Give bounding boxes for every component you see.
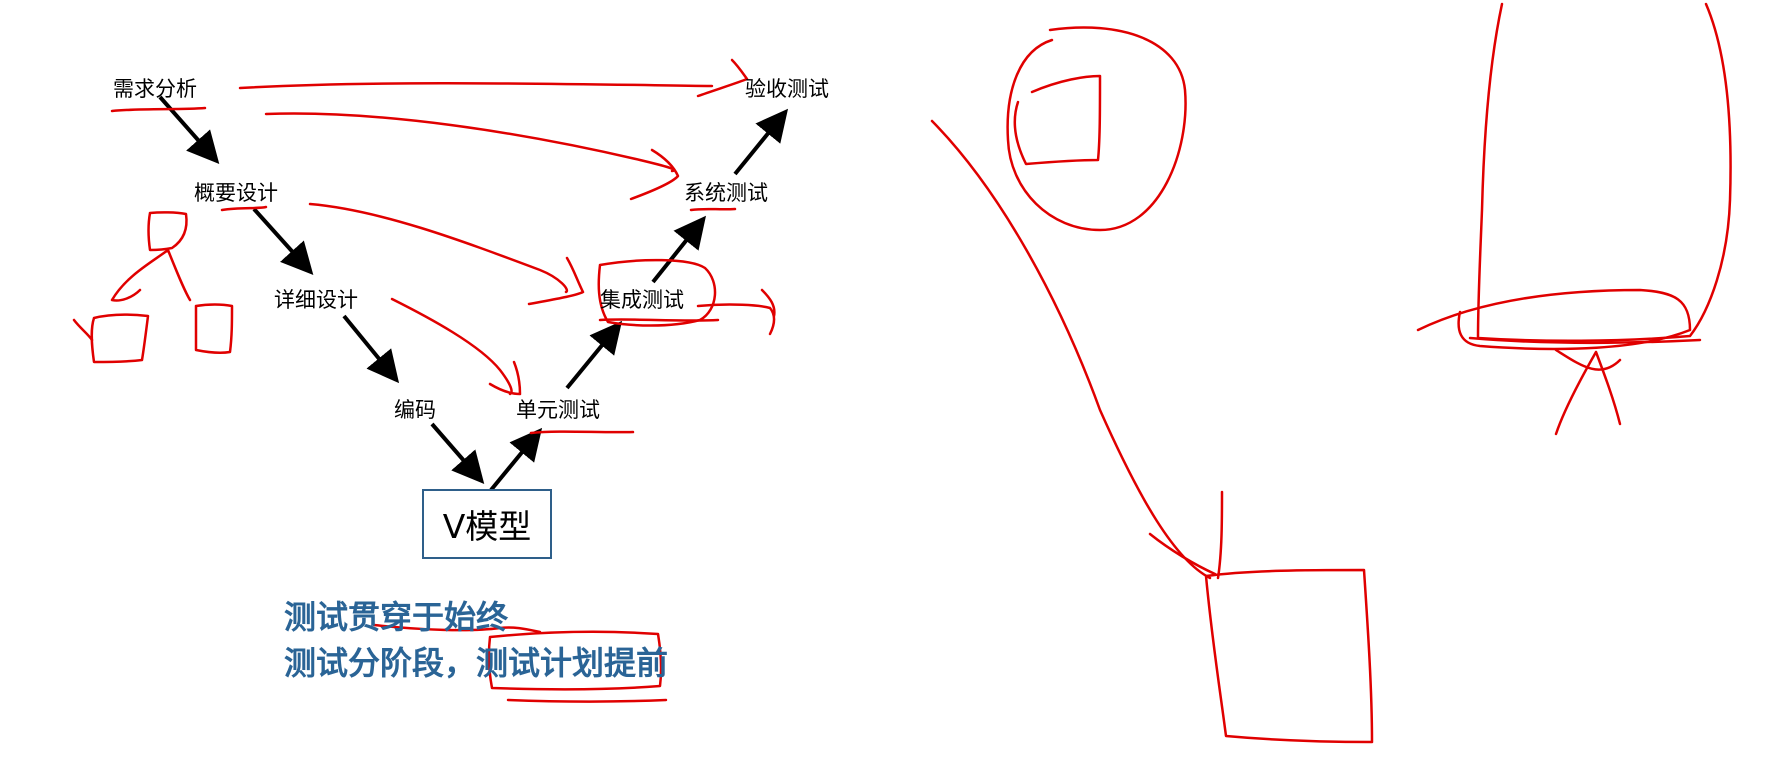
- doodle-box-left: [90, 313, 150, 364]
- curve-req-to-acceptance-head: [696, 58, 749, 98]
- curve-req-to-acceptance: [238, 81, 714, 90]
- arrow-hld-to-dd: [252, 207, 314, 275]
- underline-hld: [220, 205, 268, 212]
- note-line-1: 测试贯穿于始终: [284, 598, 509, 636]
- stage-coding: 编码: [394, 398, 436, 422]
- curve-hld-to-system: [264, 112, 676, 173]
- stage-integration-testing: 集成测试: [600, 288, 684, 312]
- curve-dd-to-integration: [308, 202, 569, 294]
- curve-dd-to-integration-head: [527, 256, 585, 306]
- arrow-integration-to-system: [651, 215, 706, 284]
- arrow-bottom-to-unit: [489, 427, 543, 492]
- note-line-2: 测试分阶段，测试计划提前: [284, 644, 669, 682]
- big-diagonal: [930, 119, 1212, 580]
- underline-unit: [529, 430, 635, 435]
- doodle-left-flick: [72, 318, 94, 342]
- underline-integration: [598, 318, 720, 322]
- circle-top: [1006, 26, 1187, 232]
- stage-detailed-design: 详细设计: [274, 288, 358, 312]
- stage-acceptance-testing: 验收测试: [745, 77, 829, 101]
- arrow-dd-to-coding: [342, 314, 400, 384]
- curve-integration-out-head: [760, 288, 776, 318]
- stage-unit-testing: 单元测试: [516, 398, 600, 422]
- square-in-circle: [1013, 74, 1102, 166]
- underline-system: [689, 207, 737, 212]
- underline-req: [110, 106, 207, 113]
- tall-shape-cross: [1554, 348, 1622, 436]
- curve-coding-to-unit: [390, 297, 513, 396]
- arrow-coding-to-bottom: [430, 422, 485, 485]
- arrow-req-to-hld: [158, 95, 220, 164]
- arrow-system-to-acceptance: [733, 108, 789, 176]
- doodle-branches: [110, 248, 192, 302]
- curve-integration-out: [696, 303, 776, 336]
- box-test-plan: [487, 630, 663, 691]
- diagram-title: V模型: [442, 507, 532, 546]
- square-bottom: [1204, 568, 1374, 744]
- curve-hld-to-system-head: [629, 148, 680, 201]
- curve-coding-to-unit-head: [488, 360, 522, 396]
- stage-system-testing: 系统测试: [684, 181, 768, 205]
- doodle-box-right: [194, 303, 234, 355]
- tall-shape-line: [1468, 336, 1702, 345]
- tall-shape-base: [1416, 288, 1692, 351]
- underline-line1: [372, 623, 542, 634]
- doodle-box-top: [147, 211, 188, 252]
- stage-high-level-design: 概要设计: [194, 181, 278, 205]
- big-diagonal-head: [1148, 490, 1224, 580]
- stage-requirements-analysis: 需求分析: [113, 77, 197, 101]
- underline-test-plan: [506, 698, 668, 703]
- arrow-unit-to-integration: [565, 320, 623, 390]
- tall-shape: [1476, 2, 1732, 343]
- loop-integration: [597, 258, 717, 327]
- diagram-title-box: V模型: [422, 489, 552, 559]
